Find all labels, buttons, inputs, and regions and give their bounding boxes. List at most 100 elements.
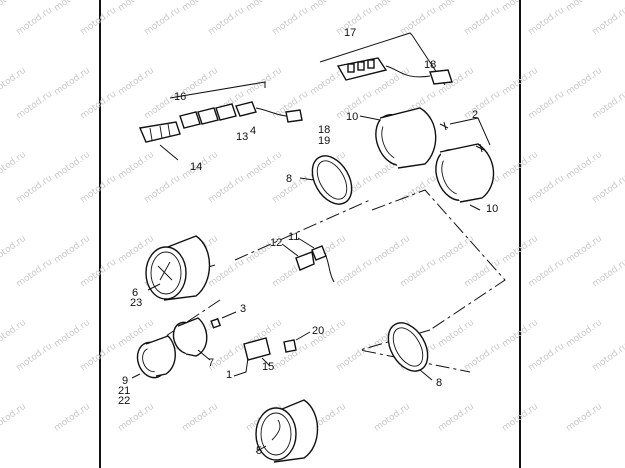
watermark-text: motod.ru [52, 402, 92, 434]
watermark-text: motod.ru [335, 341, 375, 373]
watermark-text: motod.ru [79, 173, 119, 205]
connector-20 [283, 331, 311, 353]
watermark-text: motod.ru [79, 89, 119, 121]
watermark-text: motod.ru [564, 234, 604, 266]
watermark-text: motod.ru [463, 89, 503, 121]
watermark-text: motod.ru [591, 173, 625, 205]
callout-label-9: 9 [122, 375, 128, 387]
watermark-text: motod.ru [207, 257, 247, 289]
watermark-text: motod.ru [0, 150, 28, 182]
callout-label-22: 22 [118, 395, 130, 407]
watermark-text: motod.ru [564, 150, 604, 182]
callout-label-14: 14 [190, 161, 202, 173]
callout-label-7: 7 [208, 357, 214, 369]
callout-label-5: 5 [256, 445, 262, 457]
callout-label-1: 1 [226, 369, 232, 381]
watermark-text: motod.ru [500, 66, 540, 98]
watermark-text: motod.ru [116, 150, 156, 182]
watermark-text: motod.ru [15, 173, 55, 205]
callout-label-18: 18 [424, 59, 436, 71]
watermark-text: motod.ru [564, 402, 604, 434]
lens-assembly-9 [131, 335, 176, 379]
callout-labels: 1234562378892122101011121314151617181819… [118, 27, 498, 457]
watermark-text: motod.ru [308, 0, 348, 14]
callout-label-11: 11 [288, 231, 299, 243]
watermark-text: motod.ru [372, 234, 412, 266]
watermark-text: motod.ru [463, 257, 503, 289]
watermark-text: motod.ru [399, 257, 439, 289]
watermark-text: motod.ru [79, 341, 119, 373]
callout-label-23: 23 [130, 297, 142, 309]
screws-2 [439, 117, 491, 153]
gauge-6 [145, 235, 211, 301]
watermark-text: motod.ru [244, 0, 284, 14]
watermark-text: motod.ru [0, 0, 28, 14]
nacelle-housing-10-upper [359, 107, 437, 169]
watermark-text: motod.ru [207, 173, 247, 205]
watermark-text: motod.ru [52, 0, 92, 14]
callout-label-21: 21 [118, 385, 130, 397]
watermark-text: motod.ru [564, 66, 604, 98]
watermark-text: motod.ru [143, 5, 183, 37]
callout-label-15: 15 [262, 361, 274, 373]
watermark-text: motod.ru [116, 66, 156, 98]
watermark-text: motod.ru [436, 318, 476, 350]
callout-label-17: 17 [344, 27, 356, 39]
watermark-text: motod.ru [15, 89, 55, 121]
callout-label-2: 2 [472, 109, 478, 121]
watermark-text: motod.ru [116, 0, 156, 14]
callout-label-13: 13 [236, 131, 248, 143]
watermark-text: motod.ru [500, 318, 540, 350]
watermark-text: motod.ru [180, 0, 220, 14]
watermark-text: motod.ru [15, 5, 55, 37]
watermark-text: motod.ru [399, 173, 439, 205]
watermark-text: motod.ru [527, 89, 567, 121]
watermark-text: motod.ru [335, 257, 375, 289]
watermark-text: motod.ru [436, 402, 476, 434]
watermark-text: motod.ru [527, 5, 567, 37]
watermark-text: motod.ru [52, 150, 92, 182]
watermark-text: motod.ru [500, 0, 540, 14]
watermark-text: motod.ru [15, 257, 55, 289]
wiring-harness-17 [319, 32, 453, 86]
gasket-ring-8-upper [299, 155, 353, 205]
assembly-guide-line [234, 189, 506, 373]
watermark-text: motod.ru [0, 66, 28, 98]
watermark-text: motod.ru [564, 0, 604, 14]
callout-label-18: 18 [318, 124, 330, 136]
watermark-text: motod.ru [79, 257, 119, 289]
watermark-text: motod.ru [527, 173, 567, 205]
watermark-text: motod.ru [15, 341, 55, 373]
callout-label-8: 8 [286, 173, 292, 185]
watermark-text: motod.ru [271, 5, 311, 37]
watermark-text: motod.ru [527, 341, 567, 373]
watermark-text: motod.ru [0, 318, 28, 350]
callout-label-6: 6 [132, 287, 138, 299]
watermark-text: motod.ru [0, 234, 28, 266]
watermark-text: motod.ru [527, 257, 567, 289]
wiring-harness-16 [169, 81, 303, 129]
callout-label-10: 10 [486, 203, 498, 215]
callout-label-16: 16 [174, 91, 186, 103]
indicator-housing-7 [172, 317, 211, 361]
watermark-text: motod.ru [591, 89, 625, 121]
watermark-text: motod.ru [436, 234, 476, 266]
watermark-text: motod.ru [372, 402, 412, 434]
watermark-text: motod.ru [463, 341, 503, 373]
watermark-text: motod.ru [436, 0, 476, 14]
watermark-text: motod.ru [143, 173, 183, 205]
watermark-text: motod.ru [180, 402, 220, 434]
callout-label-20: 20 [312, 325, 324, 337]
gasket-ring-8-lower [387, 322, 433, 381]
watermark-text: motod.ru [591, 257, 625, 289]
watermark-text: motod.ru [52, 318, 92, 350]
watermark-text: motod.ru [399, 5, 439, 37]
watermark-text: motod.ru [52, 66, 92, 98]
watermark-text: motod.ru [500, 234, 540, 266]
watermark-text: motod.ru [591, 341, 625, 373]
watermark-text: motod.ru [79, 5, 119, 37]
watermark-text: motod.ru [207, 5, 247, 37]
